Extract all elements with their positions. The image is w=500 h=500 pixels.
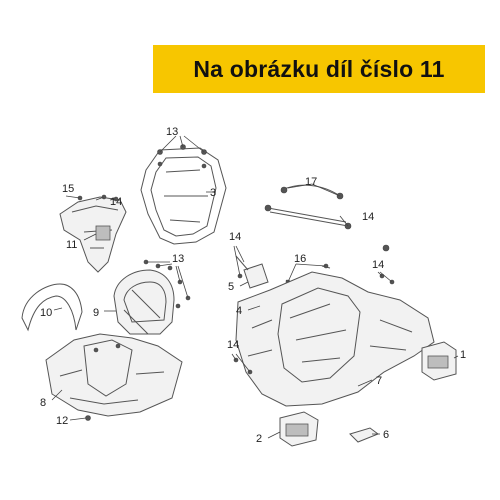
callout-14-center: 14	[229, 231, 241, 243]
part-1-switch-box	[421, 341, 457, 381]
callout-12: 12	[56, 415, 68, 427]
callout-17: 17	[305, 176, 317, 188]
callout-6: 6	[383, 429, 389, 441]
callout-14-left: 14	[110, 196, 122, 208]
callout-labels: 13 3 15 14 11 10 9 13 8 12 17 14 14 5 4 …	[40, 126, 466, 445]
callout-13-top: 13	[166, 126, 178, 138]
part-10-visor	[21, 283, 83, 332]
banner-text: Na obrázku díl číslo 11	[193, 55, 445, 82]
part-17-rods	[264, 184, 390, 252]
callout-13-mid: 13	[172, 253, 184, 265]
callout-3: 3	[210, 187, 216, 199]
callout-10: 10	[40, 307, 52, 319]
callout-11: 11	[66, 239, 77, 251]
callout-1: 1	[460, 349, 466, 361]
part-2-switch-box	[279, 411, 319, 447]
callout-14-upper-right: 14	[362, 211, 374, 223]
part-5-bracket	[235, 255, 269, 289]
callout-14-right: 14	[372, 259, 384, 271]
part-8-front-panel	[45, 333, 183, 421]
callout-7: 7	[376, 375, 382, 387]
part-6-cap	[349, 427, 380, 443]
callout-14-lower: 14	[227, 339, 239, 351]
part-9-headlight-unit	[113, 259, 191, 335]
part-11-headlight-cover	[59, 194, 127, 273]
callout-5: 5	[228, 281, 234, 293]
part-highlight-banner: Na obrázku díl číslo 11	[153, 45, 485, 93]
leader-lines	[51, 135, 459, 439]
callout-16: 16	[294, 253, 306, 265]
callout-4: 4	[236, 305, 242, 317]
part-7-inner-panel	[233, 271, 435, 407]
callout-15: 15	[62, 183, 74, 195]
callout-9: 9	[93, 307, 99, 319]
callout-2: 2	[256, 433, 262, 445]
callout-8: 8	[40, 397, 46, 409]
